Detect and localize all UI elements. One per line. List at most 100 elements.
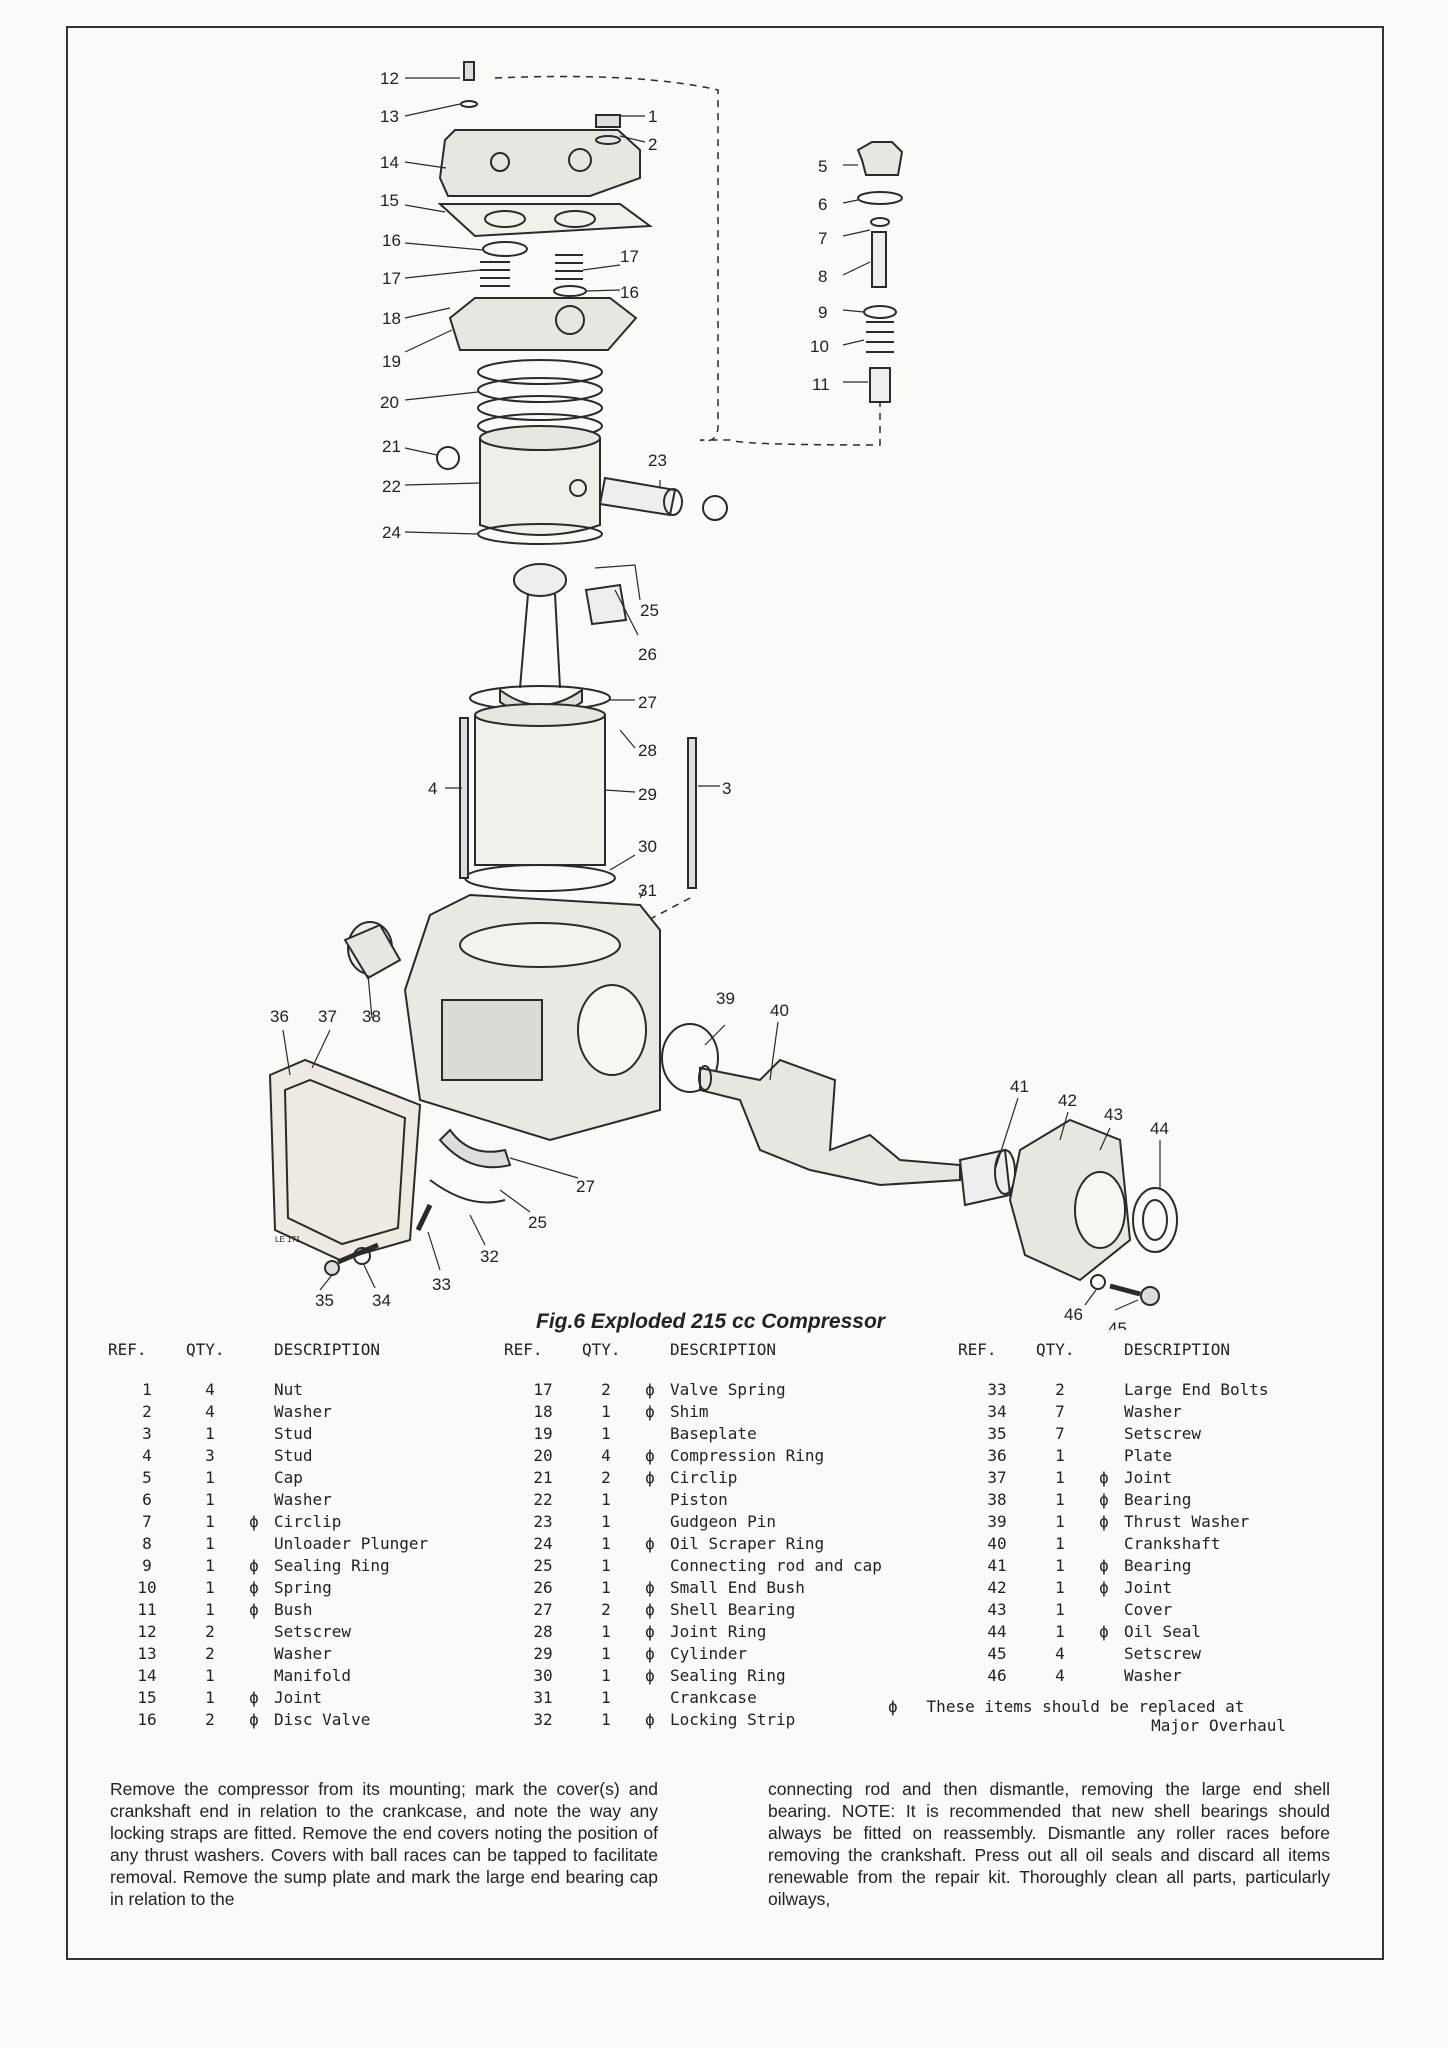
replace-mark: ϕ bbox=[645, 1709, 655, 1729]
part-description: Setscrew bbox=[1124, 1423, 1202, 1443]
replace-mark bbox=[630, 1686, 670, 1708]
part-description: Thrust Washer bbox=[1124, 1511, 1250, 1531]
cylinder bbox=[464, 685, 616, 892]
part-description: Circlip bbox=[274, 1511, 342, 1531]
part-qty: 2 bbox=[1055, 1379, 1065, 1399]
setscrews bbox=[324, 1203, 433, 1276]
part-qty: 1 bbox=[601, 1577, 611, 1597]
part-description: Washer bbox=[1124, 1401, 1182, 1421]
qty-header: QTY. bbox=[1036, 1339, 1075, 1359]
part-description: Circlip bbox=[670, 1467, 738, 1487]
exploded-diagram: 12 13 14 15 16 17 18 19 20 21 22 24 1 2 … bbox=[268, 61, 1178, 1330]
part-qty: 1 bbox=[1055, 1577, 1065, 1597]
callout-12: 12 bbox=[380, 69, 399, 88]
shell-bearing-lower bbox=[429, 1128, 512, 1204]
callout-30: 30 bbox=[638, 837, 657, 856]
part-qty: 4 bbox=[601, 1445, 611, 1465]
callout-labels: 12 13 14 15 16 17 18 19 20 21 22 24 1 2 … bbox=[270, 69, 1169, 1330]
gudgeon-pin bbox=[598, 476, 683, 517]
replace-mark: ϕ bbox=[645, 1577, 655, 1597]
replace-mark bbox=[1084, 1378, 1124, 1400]
stud bbox=[687, 737, 697, 889]
end-cover bbox=[1008, 1118, 1132, 1282]
callout-38: 38 bbox=[362, 1007, 381, 1026]
replace-mark bbox=[234, 1664, 274, 1686]
part-ref: 19 bbox=[533, 1423, 553, 1443]
part-description: Shell Bearing bbox=[670, 1599, 796, 1619]
part-ref: 24 bbox=[533, 1533, 553, 1553]
part-qty: 7 bbox=[1055, 1423, 1065, 1443]
replace-mark: ϕ bbox=[645, 1599, 655, 1619]
callout-42: 42 bbox=[1058, 1091, 1077, 1110]
part-ref: 26 bbox=[533, 1577, 553, 1597]
callout-8: 8 bbox=[818, 267, 827, 286]
part-ref: 35 bbox=[987, 1423, 1007, 1443]
small-end-bush bbox=[584, 583, 628, 626]
part-description: Small End Bush bbox=[670, 1577, 805, 1597]
oil-seal bbox=[1132, 1187, 1178, 1253]
part-description: Joint Ring bbox=[670, 1621, 767, 1641]
callout-4: 4 bbox=[428, 779, 437, 798]
part-ref: 27 bbox=[533, 1599, 553, 1619]
part-description: Oil Scraper Ring bbox=[670, 1533, 825, 1553]
part-description: Stud bbox=[274, 1423, 313, 1443]
part-qty: 3 bbox=[205, 1445, 215, 1465]
replace-mark: ϕ bbox=[1099, 1621, 1109, 1641]
part-ref: 10 bbox=[137, 1577, 157, 1597]
replace-mark bbox=[234, 1466, 274, 1488]
part-description: Cylinder bbox=[670, 1643, 748, 1663]
replace-mark: ϕ bbox=[249, 1687, 259, 1707]
footnote-line-2: Major Overhaul bbox=[1151, 1716, 1286, 1735]
replace-mark bbox=[234, 1422, 274, 1444]
replace-mark: ϕ bbox=[1099, 1577, 1109, 1597]
ref-header: REF. bbox=[108, 1339, 147, 1359]
callout-25b: 25 bbox=[528, 1213, 547, 1232]
replace-mark: ϕ bbox=[1099, 1555, 1109, 1575]
baseplate bbox=[448, 297, 638, 351]
callout-19: 19 bbox=[382, 352, 401, 371]
part-qty: 1 bbox=[601, 1489, 611, 1509]
part-qty: 4 bbox=[1055, 1643, 1065, 1663]
ref-header: REF. bbox=[504, 1339, 543, 1359]
callout-28: 28 bbox=[638, 741, 657, 760]
setscrew-washer-46-45 bbox=[1090, 1274, 1160, 1306]
callout-3: 3 bbox=[722, 779, 731, 798]
part-ref: 23 bbox=[533, 1511, 553, 1531]
part-description: Sealing Ring bbox=[274, 1555, 390, 1575]
part-description: Cover bbox=[1124, 1599, 1173, 1619]
replace-mark bbox=[234, 1488, 274, 1510]
phi-symbol: ϕ bbox=[888, 1697, 898, 1716]
part-ref: 39 bbox=[987, 1511, 1007, 1531]
part-ref: 17 bbox=[533, 1379, 553, 1399]
part-description: Manifold bbox=[274, 1665, 352, 1685]
callout-46: 46 bbox=[1064, 1305, 1083, 1324]
part-qty: 1 bbox=[601, 1555, 611, 1575]
part-ref: 14 bbox=[137, 1665, 157, 1685]
part-qty: 1 bbox=[1055, 1489, 1065, 1509]
callout-29: 29 bbox=[638, 785, 657, 804]
callout-20: 20 bbox=[380, 393, 399, 412]
part-description: Unloader Plunger bbox=[274, 1533, 429, 1553]
replace-mark bbox=[234, 1642, 274, 1664]
callout-31: 31 bbox=[638, 881, 657, 900]
part-qty: 1 bbox=[1055, 1555, 1065, 1575]
part-description: Shim bbox=[670, 1401, 709, 1421]
part-description: Crankshaft bbox=[1124, 1533, 1221, 1553]
callout-23: 23 bbox=[648, 451, 667, 470]
